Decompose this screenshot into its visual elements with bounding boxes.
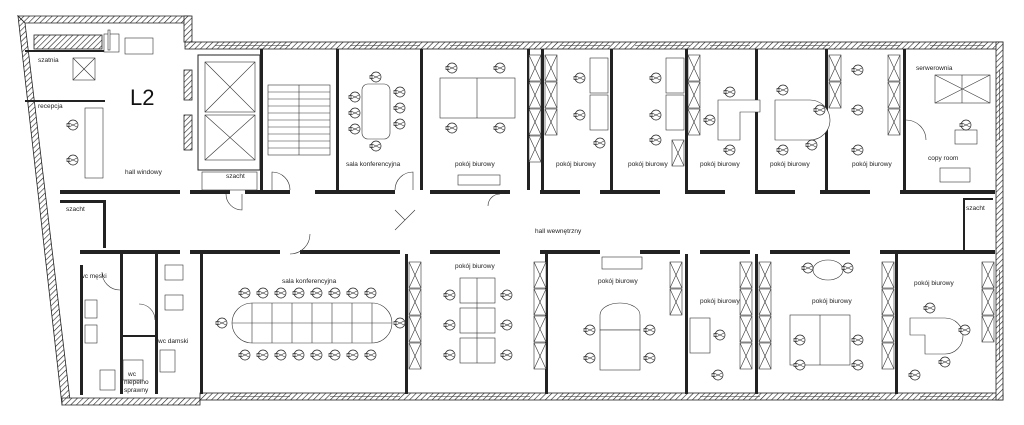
label-sala-konf-bottom: sala konferencyjna — [282, 278, 337, 285]
label-biuro-5: pokój biurowy — [770, 161, 810, 168]
office-b3 — [689, 261, 753, 381]
office-b2 — [583, 256, 683, 371]
label-copy-room: copy room — [928, 155, 958, 162]
reception-area — [33, 29, 154, 179]
label-szacht-2: szacht — [226, 173, 245, 180]
wc-block — [84, 264, 184, 391]
server-room — [905, 74, 991, 183]
corridor-doors — [289, 193, 501, 255]
label-wc-niepelno-2: niepełno — [124, 379, 149, 386]
label-szacht-1: szacht — [66, 206, 85, 213]
label-biuro-b1: pokój biurowy — [455, 263, 495, 270]
label-biuro-4: pokój biurowy — [700, 161, 740, 168]
label-wc-meski: wc męski — [79, 273, 107, 280]
label-biuro-1: pokój biurowy — [455, 161, 495, 168]
label-biuro-b3: pokój biurowy — [700, 298, 740, 305]
label-szatnia: szatnia — [38, 57, 59, 64]
label-sala-konf-top: sala konferencyjna — [346, 161, 401, 168]
office-b5 — [908, 261, 995, 381]
office-5 — [774, 84, 831, 156]
label-szacht-3: szacht — [966, 205, 985, 212]
office-b1 — [443, 277, 513, 364]
label-biuro-6: pokój biurowy — [852, 161, 892, 168]
label-wc-damski: wc damski — [157, 338, 188, 345]
label-serwerownia: serwerownia — [916, 65, 953, 72]
label-hall-windowy: hall windowy — [125, 169, 163, 176]
office-3 — [649, 57, 685, 167]
room-labels: L2 szatnia recepcja hall windowy szacht … — [38, 57, 985, 394]
label-biuro-b5: pokój biurowy — [914, 280, 954, 287]
floor-label: L2 — [130, 85, 154, 110]
office-4 — [703, 86, 761, 156]
label-biuro-3: pokój biurowy — [628, 161, 668, 168]
conference-room-bottom — [215, 287, 406, 361]
office-6 — [828, 54, 901, 156]
label-biuro-b4: pokój biurowy — [812, 298, 852, 305]
office-1 — [439, 62, 516, 186]
label-biuro-2: pokój biurowy — [556, 161, 596, 168]
label-hall-wewnetrzny: hall wewnętrzny — [535, 228, 582, 235]
label-wc-niepelno-1: wc — [127, 371, 137, 378]
label-wc-niepelno-3: sprawny — [124, 387, 149, 394]
office-2 — [573, 57, 609, 149]
conference-room-top — [348, 71, 414, 191]
office-b4 — [789, 259, 895, 371]
partitions — [25, 49, 995, 395]
label-biuro-b2: pokój biurowy — [598, 278, 638, 285]
label-recepcja: recepcja — [38, 103, 63, 110]
outer-walls — [17, 14, 1004, 406]
elevator-core — [197, 54, 331, 211]
